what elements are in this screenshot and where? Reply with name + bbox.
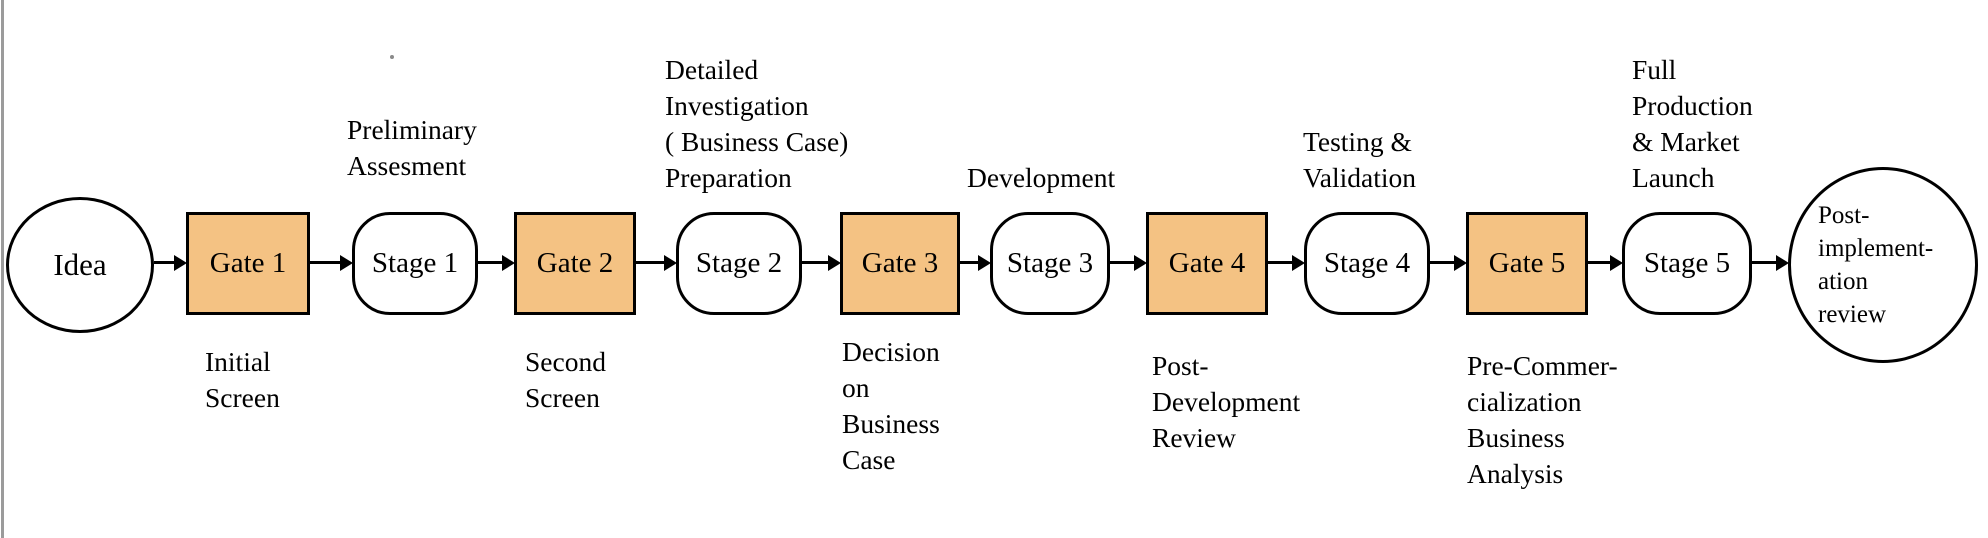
node-stage-1: Stage 1 (352, 212, 478, 315)
caption-line: Production (1632, 90, 1753, 121)
caption-line: Review (1152, 422, 1237, 453)
flow-arrow-stage5-post (1752, 261, 1776, 264)
caption-full-production-market-launch: Full Production & Market Launch (1632, 52, 1753, 196)
caption-line: & Market (1632, 126, 1740, 157)
flow-arrow-stage2-gate3 (802, 261, 828, 264)
flow-arrow-gate5-stage5 (1588, 261, 1610, 264)
caption-line: Analysis (1467, 458, 1564, 489)
node-stage-4-label: Stage 4 (1323, 247, 1411, 279)
node-gate-1-label: Gate 1 (209, 247, 287, 279)
flow-arrow-gate1-stage1 (310, 261, 340, 264)
post-review-line: review (1818, 301, 1887, 328)
caption-pre-commercialization-business-analysis: Pre-Commer- cialization Business Analysi… (1467, 348, 1618, 492)
node-stage-2: Stage 2 (676, 212, 802, 315)
flow-arrow-gate3-stage3 (960, 261, 978, 264)
node-gate-4-label: Gate 4 (1168, 247, 1246, 279)
caption-decision-on-business-case: Decision on Business Case (842, 334, 940, 478)
caption-line: Case (842, 444, 896, 475)
caption-line: Screen (205, 382, 280, 413)
flow-arrow-gate2-stage2 (636, 261, 664, 264)
node-gate-4: Gate 4 (1146, 212, 1268, 315)
node-idea: Idea (6, 197, 154, 333)
node-gate-2: Gate 2 (514, 212, 636, 315)
left-border-line (1, 0, 4, 538)
caption-line: Decision (842, 336, 940, 367)
caption-preliminary-assesment: Preliminary Assesment (347, 112, 477, 184)
caption-line: Post- (1152, 350, 1209, 381)
caption-line: Launch (1632, 162, 1715, 193)
caption-line: Detailed (665, 54, 759, 85)
flow-arrow-stage3-gate4 (1110, 261, 1134, 264)
node-gate-3-label: Gate 3 (861, 247, 939, 279)
caption-line: Preparation (665, 162, 792, 193)
node-stage-3: Stage 3 (990, 212, 1110, 315)
caption-line: Preliminary (347, 114, 477, 145)
caption-line: Initial (205, 346, 271, 377)
caption-line: Business (1467, 422, 1565, 453)
caption-detailed-investigation: Detailed Investigation ( Business Case) … (665, 52, 848, 196)
flow-arrow-gate4-stage4 (1268, 261, 1292, 264)
caption-line: Validation (1303, 162, 1417, 193)
caption-line: Assesment (347, 150, 467, 181)
caption-second-screen: Second Screen (525, 344, 606, 416)
caption-line: Second (525, 346, 606, 377)
node-stage-3-label: Stage 3 (1006, 247, 1094, 279)
caption-initial-screen: Initial Screen (205, 344, 280, 416)
node-gate-5: Gate 5 (1466, 212, 1588, 315)
caption-line: Screen (525, 382, 600, 413)
caption-development: Development (967, 160, 1115, 196)
flow-arrow-idea-gate1 (154, 261, 174, 264)
caption-line: on (842, 372, 870, 403)
flow-arrow-stage4-gate5 (1430, 261, 1454, 264)
node-post-implementation-review-label: Post- implement- ation review (1818, 199, 1933, 331)
node-gate-1: Gate 1 (186, 212, 310, 315)
node-idea-label: Idea (53, 247, 107, 282)
post-review-line: Post- (1818, 202, 1870, 229)
caption-line: Pre-Commer- (1467, 350, 1618, 381)
caption-testing-validation: Testing & Validation (1303, 124, 1416, 196)
caption-line: Investigation (665, 90, 809, 121)
post-review-line: implement- (1818, 235, 1934, 262)
node-stage-5: Stage 5 (1622, 212, 1752, 315)
node-stage-5-label: Stage 5 (1643, 247, 1731, 279)
caption-line: Business (842, 408, 940, 439)
caption-line: Full (1632, 54, 1677, 85)
node-gate-2-label: Gate 2 (536, 247, 614, 279)
caption-line: Testing & (1303, 126, 1412, 157)
caption-line: Development (967, 162, 1116, 193)
caption-line: ( Business Case) (665, 126, 849, 157)
flow-arrow-stage1-gate2 (478, 261, 502, 264)
caption-line: Development (1152, 386, 1301, 417)
post-review-line: ation (1818, 268, 1868, 295)
node-post-implementation-review: Post- implement- ation review (1788, 167, 1978, 363)
caption-line: cialization (1467, 386, 1582, 417)
node-gate-5-label: Gate 5 (1488, 247, 1566, 279)
caption-post-development-review: Post- Development Review (1152, 348, 1300, 456)
node-stage-1-label: Stage 1 (371, 247, 459, 279)
stray-dot (390, 55, 394, 59)
node-gate-3: Gate 3 (840, 212, 960, 315)
node-stage-2-label: Stage 2 (695, 247, 783, 279)
node-stage-4: Stage 4 (1304, 212, 1430, 315)
